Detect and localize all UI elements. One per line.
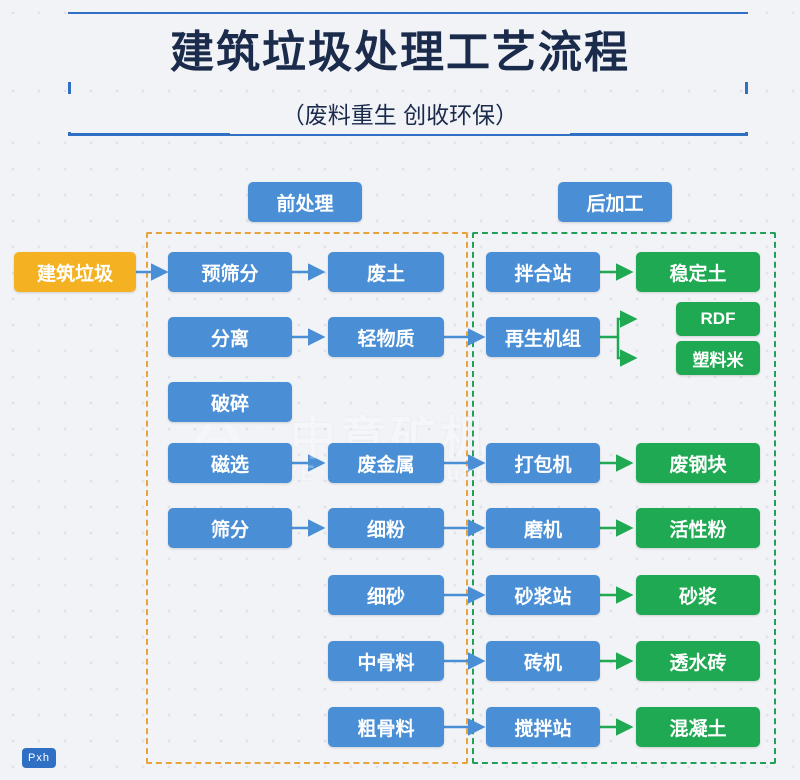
node-process-3[interactable]: 磁选 — [168, 443, 292, 483]
node-material-5[interactable]: 中骨料 — [328, 641, 444, 681]
node-source-construction-waste[interactable]: 建筑垃圾 — [14, 252, 136, 292]
node-process-4[interactable]: 筛分 — [168, 508, 292, 548]
page-title: 建筑垃圾处理工艺流程 — [0, 14, 800, 82]
node-product-3[interactable]: 废钢块 — [636, 443, 760, 483]
node-process-0[interactable]: 预筛分 — [168, 252, 292, 292]
node-process-1[interactable]: 分离 — [168, 317, 292, 357]
node-process-2[interactable]: 破碎 — [168, 382, 292, 422]
node-material-4[interactable]: 细砂 — [328, 575, 444, 615]
node-material-6[interactable]: 粗骨料 — [328, 707, 444, 747]
node-product-5[interactable]: 砂浆 — [636, 575, 760, 615]
node-equipment-2[interactable]: 打包机 — [486, 443, 600, 483]
node-material-3[interactable]: 细粉 — [328, 508, 444, 548]
node-product-2[interactable]: 塑料米 — [676, 341, 760, 375]
node-material-1[interactable]: 轻物质 — [328, 317, 444, 357]
node-equipment-4[interactable]: 砂浆站 — [486, 575, 600, 615]
node-material-2[interactable]: 废金属 — [328, 443, 444, 483]
node-product-0[interactable]: 稳定土 — [636, 252, 760, 292]
node-product-4[interactable]: 活性粉 — [636, 508, 760, 548]
node-equipment-3[interactable]: 磨机 — [486, 508, 600, 548]
group-box-pretreatment — [146, 232, 468, 764]
node-equipment-0[interactable]: 拌合站 — [486, 252, 600, 292]
node-material-0[interactable]: 废土 — [328, 252, 444, 292]
page-subtitle: （废料重生 创收环保） — [0, 94, 800, 132]
node-product-6[interactable]: 透水砖 — [636, 641, 760, 681]
node-equipment-5[interactable]: 砖机 — [486, 641, 600, 681]
node-product-1[interactable]: RDF — [676, 302, 760, 336]
group-box-postprocessing — [472, 232, 776, 764]
node-equipment-1[interactable]: 再生机组 — [486, 317, 600, 357]
node-product-7[interactable]: 混凝土 — [636, 707, 760, 747]
section-tab-pretreatment[interactable]: 前处理 — [248, 182, 362, 222]
corner-badge: Pxh — [22, 748, 56, 768]
section-tab-postprocessing[interactable]: 后加工 — [558, 182, 672, 222]
node-equipment-6[interactable]: 搅拌站 — [486, 707, 600, 747]
